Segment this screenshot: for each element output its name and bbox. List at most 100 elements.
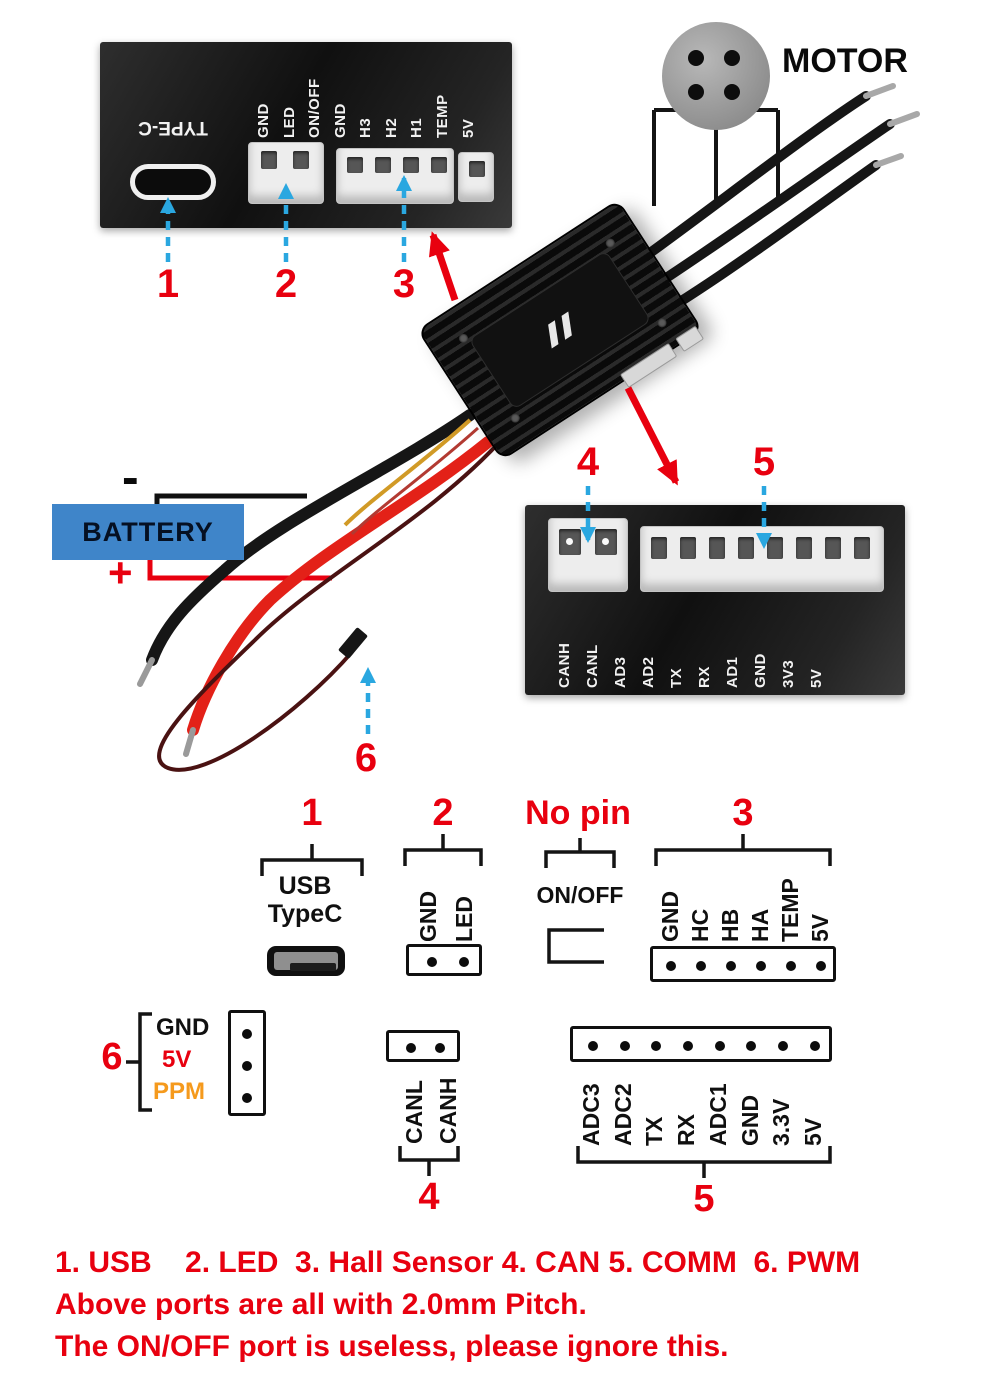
usb-subtitle: TypeC <box>267 900 343 928</box>
pin-label-h3: H3 <box>357 117 374 138</box>
pin-label-5v-right: 5V <box>808 668 825 688</box>
can-pin-canh: CANH <box>435 1077 461 1144</box>
usb-typec-icon <box>267 946 345 976</box>
ppm-connector <box>338 627 368 659</box>
pin-label-5v: 5V <box>460 118 477 138</box>
esc-can-port <box>675 325 705 353</box>
hall-connector-diagram <box>650 946 836 982</box>
hall-pin-temp: TEMP <box>777 878 803 942</box>
esc-center-plate <box>468 250 652 410</box>
hall-pin-5v: 5V <box>807 913 833 942</box>
callout-1: 1 <box>156 262 180 306</box>
ppm-wire <box>157 434 507 772</box>
comm-pin-tx: TX <box>641 1116 667 1146</box>
pinout-pwm-number: 6 <box>101 1036 123 1078</box>
motor-label: MOTOR <box>782 42 908 80</box>
pinout-can-number: 4 <box>418 1176 440 1218</box>
pin-label-ad1: AD1 <box>724 656 741 688</box>
callout-4: 4 <box>576 440 600 484</box>
pin-label-h1: H1 <box>408 117 425 138</box>
onoff-port-outline <box>547 928 604 964</box>
power-wire-red-tip <box>183 727 196 757</box>
esc-body <box>416 199 705 461</box>
callout-5: 5 <box>752 440 776 484</box>
callout-3: 3 <box>392 262 416 306</box>
pinout-led-number: 2 <box>432 792 454 834</box>
comm-bracket <box>576 1146 832 1178</box>
pin-label-onoff: ON/OFF <box>306 78 323 138</box>
pin-label-rx: RX <box>696 666 713 688</box>
sensor-wire-red <box>350 426 480 536</box>
led-pin-gnd: GND <box>415 890 441 942</box>
led-connector-diagram <box>406 944 482 976</box>
led-pin-led: LED <box>451 896 477 942</box>
comm-connector-photo <box>640 526 884 592</box>
comm-pin-3v3: 3.3V <box>768 1098 794 1146</box>
battery-minus-sign: - <box>122 449 139 505</box>
sensor-wire-yellow <box>343 418 472 527</box>
pin-label-led: LED <box>281 106 298 139</box>
pin-label-gnd-2: GND <box>332 103 349 138</box>
pin-label-canl: CANL <box>584 644 601 688</box>
footer-line-3: The ON/OFF port is useless, please ignor… <box>55 1330 729 1363</box>
battery-negative-lead <box>154 493 307 504</box>
hall-pin-gnd: GND <box>657 890 683 942</box>
red-arrow-to-right-photo <box>624 386 680 486</box>
power-wire-black-tip <box>137 657 155 687</box>
hall-pin-hb: HB <box>717 908 743 942</box>
pin-label-gnd-1: GND <box>255 103 272 138</box>
esc-comm-port <box>619 342 678 388</box>
pwm-connector-diagram <box>228 1010 266 1116</box>
usb-c-port-icon <box>130 164 216 200</box>
battery-positive-lead <box>147 560 332 581</box>
nopin-label: No pin <box>525 794 631 832</box>
can-bracket <box>398 1146 460 1176</box>
pin-label-ad2: AD2 <box>640 656 657 688</box>
footer-line-1: 1. USB 2. LED 3. Hall Sensor 4. CAN 5. C… <box>55 1246 861 1279</box>
comm-pin-rx: RX <box>673 1114 699 1146</box>
comm-pin-adc1: ADC1 <box>705 1083 731 1146</box>
pin-label-tx: TX <box>668 667 685 688</box>
hall-bracket <box>654 834 832 866</box>
pwm-pin-ppm: PPM <box>153 1078 206 1105</box>
pin-label-temp: TEMP <box>434 94 451 138</box>
pinout-comm-number: 5 <box>693 1178 715 1220</box>
motor-icon <box>662 22 770 130</box>
callout-6: 6 <box>354 736 378 780</box>
comm-pin-5v: 5V <box>800 1117 826 1146</box>
usb-title: USB <box>278 872 332 900</box>
can-comm-photo <box>525 505 905 695</box>
temp-connector-photo <box>458 152 494 202</box>
pwm-pin-gnd: GND <box>156 1014 210 1041</box>
pinout-usb-number: 1 <box>301 792 323 834</box>
battery-plus-sign: + <box>108 549 133 596</box>
pin-label-h2: H2 <box>383 117 400 138</box>
callout-2: 2 <box>274 262 298 306</box>
nopin-bracket <box>544 838 616 868</box>
footer-line-2: Above ports are all with 2.0mm Pitch. <box>55 1288 587 1321</box>
can-pin-canl: CANL <box>401 1080 427 1144</box>
led-bracket <box>403 834 483 866</box>
pin-label-ad3: AD3 <box>612 656 629 688</box>
usb-led-hall-photo: TYPE-C <box>100 42 512 228</box>
hall-connector-photo <box>336 148 454 204</box>
pin-label-3v3: 3V3 <box>780 659 797 688</box>
battery-label: BATTERY <box>82 516 214 547</box>
battery-block: BATTERY <box>52 504 244 560</box>
onoff-port-label: ON/OFF <box>536 882 624 908</box>
pinout-hall-number: 3 <box>732 792 754 834</box>
comm-pin-adc2: ADC2 <box>610 1083 636 1146</box>
led-connector-photo <box>248 142 324 204</box>
motor-wire-tips <box>863 83 920 168</box>
can-connector-photo <box>548 518 628 592</box>
typec-label: TYPE-C <box>138 117 208 138</box>
hall-pin-hc: HC <box>687 908 713 942</box>
comm-connector-diagram <box>570 1026 832 1062</box>
esc-logo <box>548 311 572 349</box>
pwm-pin-5v: 5V <box>162 1046 192 1073</box>
power-wire-red <box>187 436 494 736</box>
comm-pin-adc3: ADC3 <box>578 1083 604 1146</box>
comm-pin-gnd: GND <box>737 1094 763 1146</box>
hall-pin-ha: HA <box>747 908 773 942</box>
